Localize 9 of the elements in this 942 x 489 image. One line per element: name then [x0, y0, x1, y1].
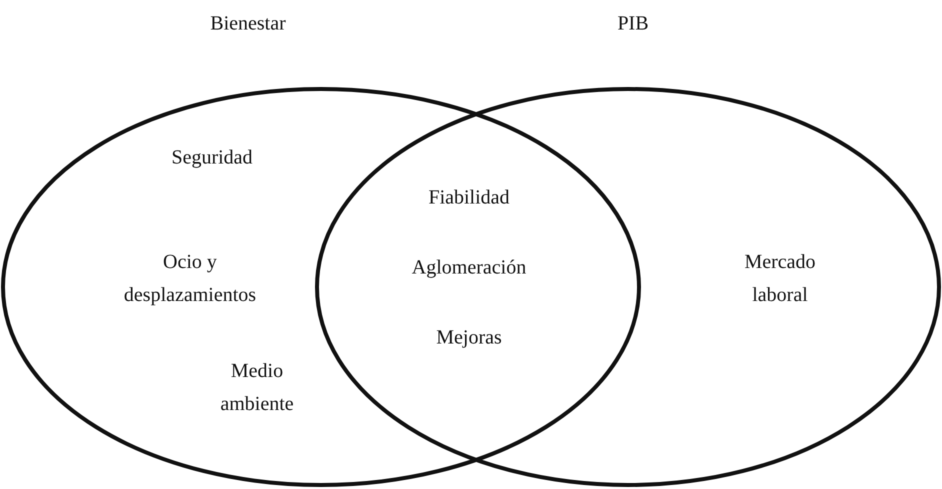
set-title: PIB [616, 12, 650, 36]
set-title: Bienestar [209, 12, 287, 36]
overlap-item-label: Fiabilidad [428, 186, 510, 210]
set-item-label: Ocio y desplazamientos [122, 250, 258, 308]
overlap-item-label: Aglomeración [412, 256, 526, 280]
set-item-label: Seguridad [170, 146, 254, 170]
overlap-item-label: Mejoras [436, 326, 502, 350]
set-item-label: Medio ambiente [219, 359, 295, 417]
set-item-label: Mercado laboral [743, 250, 817, 308]
